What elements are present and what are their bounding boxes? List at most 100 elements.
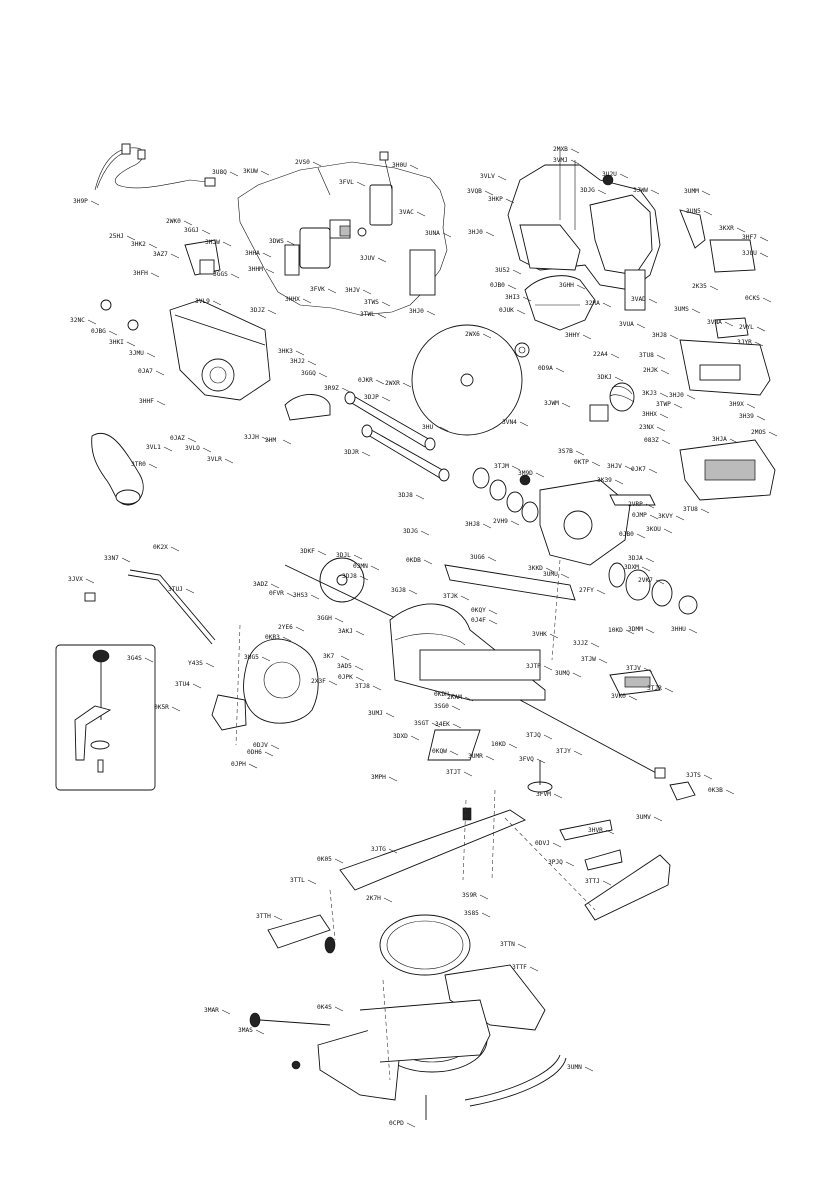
leader-line — [519, 421, 529, 427]
leader-line — [416, 211, 426, 217]
part-label-l33: 3DJG — [580, 187, 595, 194]
leader-line — [362, 289, 372, 295]
part-label-l111: 3HJ8 — [465, 521, 480, 528]
leader-line — [439, 426, 449, 432]
leader-line — [555, 367, 565, 373]
leader-line — [340, 655, 350, 661]
part-label-l178: 3TJY — [556, 748, 571, 755]
part-label-l20: 3FVK — [310, 286, 325, 293]
part-label-l68: 22A4 — [593, 351, 608, 358]
part-label-l47: 0JA7 — [138, 368, 153, 375]
leader-line — [605, 829, 615, 835]
part-label-l108: 0JMP — [632, 512, 647, 519]
leader-line — [575, 450, 585, 456]
leader-line — [703, 210, 713, 216]
part-label-l148: Y43S — [188, 660, 203, 667]
leader-line — [205, 662, 215, 668]
leader-line — [327, 288, 337, 294]
leader-line — [610, 353, 620, 359]
part-label-l197: 3TTN — [500, 941, 515, 948]
leader-line — [582, 334, 592, 340]
part-label-l133: 3GJ8 — [391, 587, 406, 594]
leader-line — [126, 235, 136, 241]
part-label-l64: 3HJ8 — [652, 332, 667, 339]
part-label-l16: 3GGS — [213, 271, 228, 278]
leader-line — [282, 636, 292, 642]
part-label-l30: 3U2U — [602, 171, 617, 178]
part-label-l85: 3GGQ — [301, 370, 316, 377]
part-label-l110: 3TU8 — [683, 506, 698, 513]
part-label-l143: 3DMM — [628, 626, 643, 633]
leader-line — [255, 1029, 265, 1035]
part-label-l198: 3TTF — [512, 964, 527, 971]
leader-line — [171, 706, 181, 712]
part-label-l113: 0JB0 — [619, 531, 634, 538]
part-label-l201: 3MAS — [238, 1027, 253, 1034]
leader-line — [636, 323, 646, 329]
part-label-l114: 3KOU — [646, 526, 661, 533]
part-label-l4: 2VS0 — [295, 159, 310, 166]
leader-line — [663, 528, 673, 534]
leader-line — [229, 171, 239, 177]
leader-line — [183, 220, 193, 226]
part-label-l161: 3VK0 — [611, 693, 626, 700]
leader-line — [768, 431, 778, 437]
part-label-l126: 3JVX — [68, 576, 83, 583]
leader-line — [724, 321, 734, 327]
leader-line — [552, 842, 562, 848]
part-label-l119: 3DJL — [336, 552, 351, 559]
leader-line — [659, 413, 669, 419]
leader-line — [121, 557, 131, 563]
leader-line — [383, 897, 393, 903]
part-label-l66: 2WX6 — [465, 331, 480, 338]
leader-line — [660, 369, 670, 375]
parts-illustration — [55, 143, 776, 1120]
leader-line — [451, 705, 461, 711]
part-label-l53: 0JUK — [499, 307, 514, 314]
leader-line — [410, 735, 420, 741]
leader-line — [264, 751, 274, 757]
leader-line — [759, 236, 769, 242]
leader-line — [645, 628, 655, 634]
part-label-l99: 3S7B — [558, 448, 573, 455]
leader-line — [485, 755, 495, 761]
leader-line — [420, 530, 430, 536]
leader-line — [163, 446, 173, 452]
part-label-l121: 3UG6 — [470, 554, 485, 561]
leader-line — [650, 189, 660, 195]
part-label-l151: 3K7 — [323, 653, 334, 660]
leader-line — [746, 403, 756, 409]
part-label-l73: 3HJ0 — [669, 392, 684, 399]
part-label-l40: 3JUU — [742, 250, 757, 257]
leader-line — [356, 181, 366, 187]
leader-line — [675, 515, 685, 521]
part-label-l164: 2KAM — [447, 694, 462, 701]
part-label-l3: 3KUW — [243, 168, 258, 175]
leader-line — [700, 508, 710, 514]
leader-line — [150, 272, 160, 278]
leader-line — [516, 309, 526, 315]
part-label-l159: 3TU4 — [175, 681, 190, 688]
part-label-l43: 32NC — [70, 317, 85, 324]
part-label-l120: 0KDB — [406, 557, 421, 564]
leader-line — [361, 451, 371, 457]
leader-line — [648, 298, 658, 304]
leader-line — [507, 284, 517, 290]
part-label-l137: 0KQY — [471, 607, 486, 614]
leader-line — [565, 861, 575, 867]
leader-line — [549, 633, 559, 639]
leader-line — [645, 503, 655, 509]
leader-line — [248, 763, 258, 769]
part-label-l179: 3FVQ — [519, 756, 534, 763]
leader-line — [267, 309, 277, 315]
part-label-l128: 0JMN — [353, 563, 368, 570]
part-label-l180: 3MPH — [371, 774, 386, 781]
part-label-l112: 2VH9 — [493, 518, 508, 525]
leader-line — [688, 628, 698, 634]
leader-line — [85, 578, 95, 584]
part-label-l14: 3AZ7 — [153, 251, 168, 258]
part-label-l24: 3TWS — [364, 299, 379, 306]
leader-line — [535, 472, 545, 478]
leader-line — [317, 550, 327, 556]
part-label-l35: 3UMM — [684, 188, 699, 195]
